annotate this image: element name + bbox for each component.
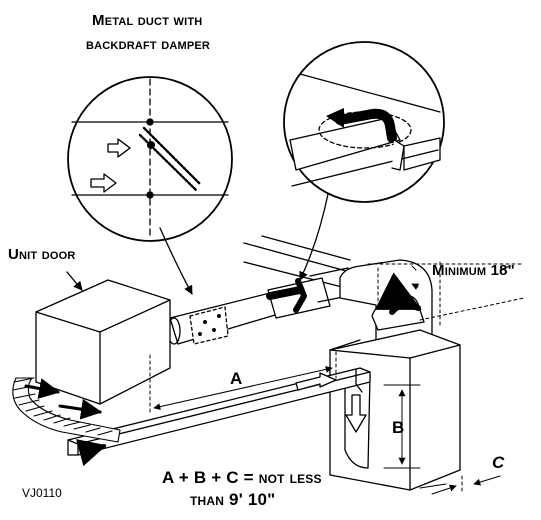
damper-section xyxy=(266,267,349,319)
appliance-box xyxy=(329,329,461,491)
dimension-c-label: C xyxy=(492,453,505,472)
formula-line1: A + B + C = not less xyxy=(162,468,322,487)
leader-lines xyxy=(66,193,329,295)
formula-line2: than 9' 10" xyxy=(190,490,276,509)
dimension-a-label: A xyxy=(230,369,243,388)
dimension-b-label: B xyxy=(392,418,405,437)
metal-duct-label-line1: Metal duct with xyxy=(92,12,203,29)
metal-duct-label-line2: backdraft damper xyxy=(86,36,211,53)
unit-door-label: Unit door xyxy=(8,246,76,263)
figure-code: VJ0110 xyxy=(22,486,62,500)
left-detail-circle xyxy=(67,76,233,242)
coiled-hose xyxy=(12,377,121,443)
minimum-clearance-label: Minimum 18" xyxy=(432,262,515,279)
main-duct xyxy=(243,235,351,288)
right-detail-circle xyxy=(283,41,445,203)
dimension-lines xyxy=(149,261,525,495)
unit-box xyxy=(35,279,171,405)
duct-elbow xyxy=(339,259,433,341)
